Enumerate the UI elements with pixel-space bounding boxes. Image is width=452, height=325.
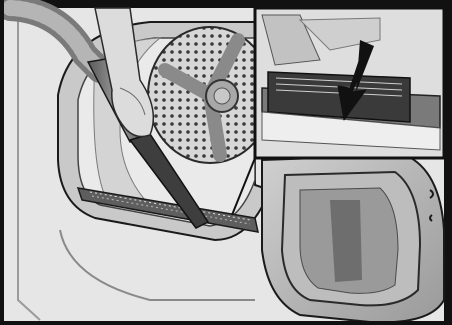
- open-door: [262, 155, 444, 322]
- inset-detail: [255, 8, 444, 158]
- drum-back: [148, 27, 272, 163]
- bottom-frame: [0, 321, 452, 325]
- left-frame: [0, 0, 4, 325]
